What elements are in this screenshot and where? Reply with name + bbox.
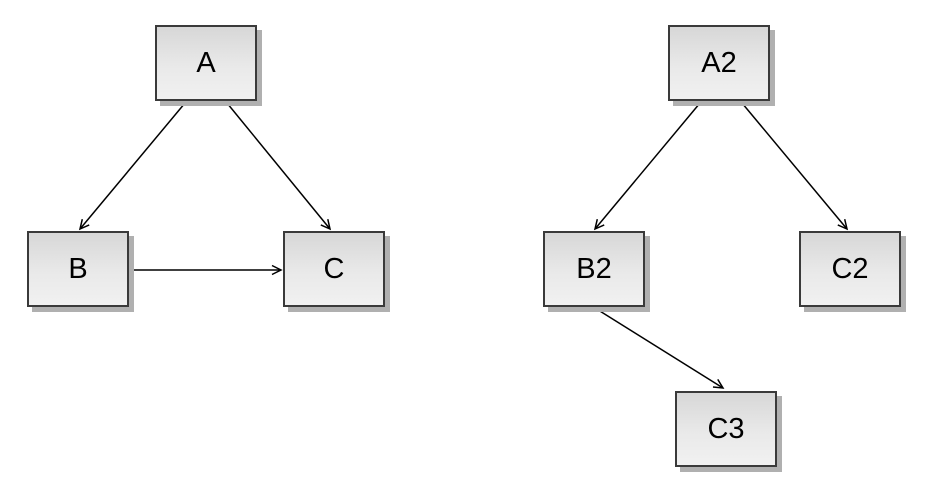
node-C3[interactable]: C3 [675, 391, 777, 467]
node-C[interactable]: C [283, 231, 385, 307]
node-B-label: B [68, 252, 88, 285]
edge-A-to-C[interactable] [226, 102, 332, 231]
node-A-label: A [196, 46, 216, 79]
node-C3-label: C3 [707, 412, 745, 445]
node-A2-label: A2 [701, 46, 737, 79]
node-C-label: C [323, 252, 345, 285]
edge-B2-to-C3[interactable] [594, 307, 725, 389]
node-A[interactable]: A [155, 25, 257, 101]
edge-A2-to-C2[interactable] [741, 102, 849, 231]
edge-A2-to-B2[interactable] [593, 102, 701, 231]
node-B2[interactable]: B2 [543, 231, 645, 307]
node-B2-label: B2 [576, 252, 612, 285]
node-C2-label: C2 [831, 252, 869, 285]
node-B[interactable]: B [27, 231, 129, 307]
node-A2[interactable]: A2 [668, 25, 770, 101]
edge-A-to-B[interactable] [78, 102, 186, 231]
node-C2[interactable]: C2 [799, 231, 901, 307]
